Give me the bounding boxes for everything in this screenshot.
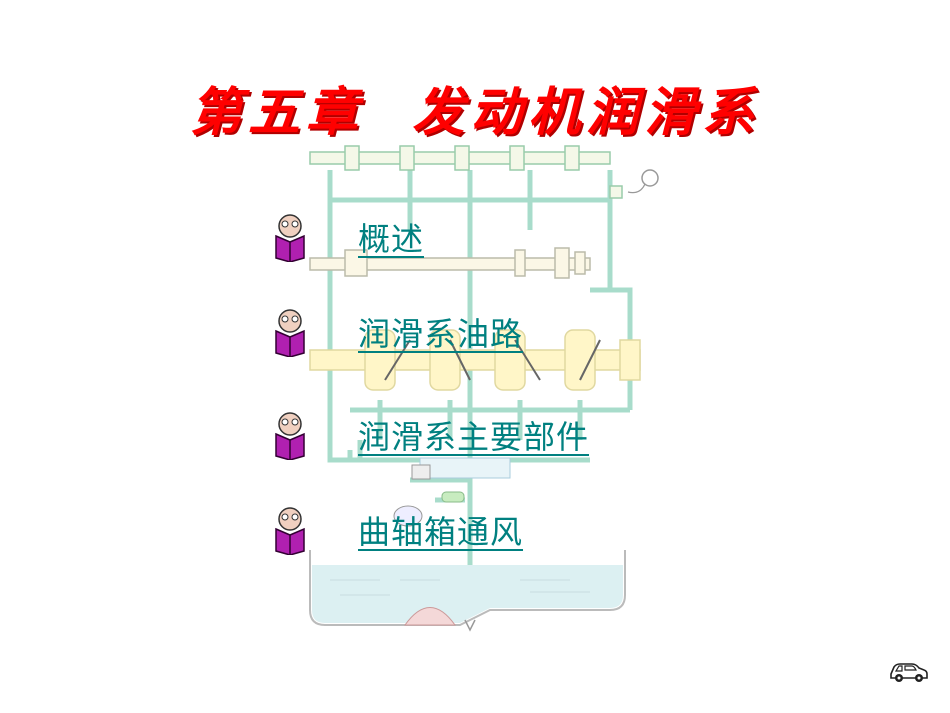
- menu-item-main-components[interactable]: 润滑系主要部件: [270, 410, 589, 460]
- lubrication-system-diagram: [309, 145, 659, 632]
- menu-label-overview[interactable]: 概述: [358, 220, 425, 258]
- reading-student-icon: [275, 309, 305, 357]
- reading-student-icon: [275, 412, 305, 460]
- menu-label-lubrication-oil-circuit[interactable]: 润滑系油路: [358, 315, 524, 353]
- menu-label-main-components[interactable]: 润滑系主要部件: [358, 418, 590, 456]
- car-icon[interactable]: [888, 658, 928, 684]
- menu-item-crankcase-ventilation[interactable]: 曲轴箱通风: [270, 505, 523, 555]
- reading-student-icon: [275, 507, 305, 555]
- reading-student-icon: [275, 214, 305, 262]
- page-title: 第五章 发动机润滑系: [189, 82, 761, 143]
- menu-item-overview[interactable]: 概述: [270, 212, 424, 262]
- menu-item-lubrication-oil-circuit[interactable]: 润滑系油路: [270, 307, 523, 357]
- menu-label-crankcase-ventilation[interactable]: 曲轴箱通风: [358, 513, 524, 551]
